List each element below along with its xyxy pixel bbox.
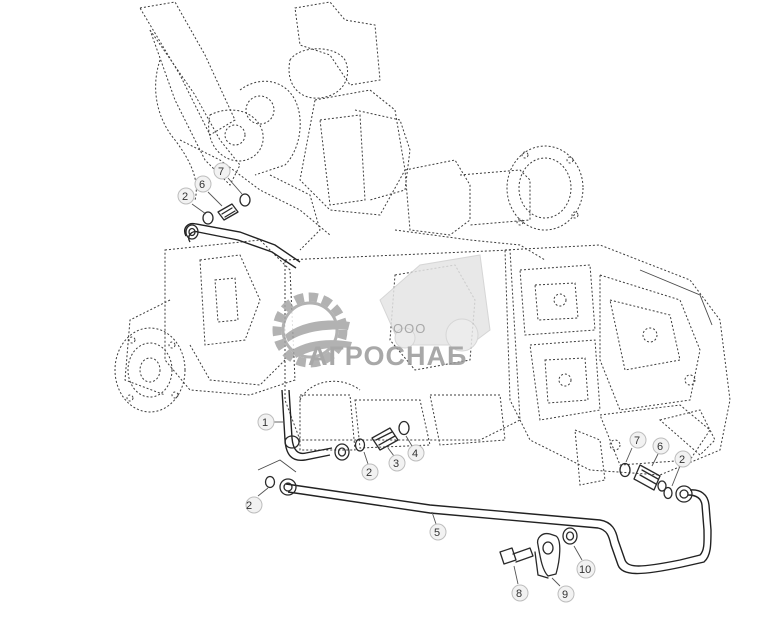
right-fitting-group — [619, 462, 673, 500]
bolt-8 — [499, 547, 534, 565]
clamp-hardware — [499, 527, 578, 579]
lift-linkage — [139, 1, 411, 251]
washer-left — [264, 475, 276, 489]
callout-1-label: 1 — [262, 417, 268, 429]
output-shaft-housing — [394, 145, 584, 261]
callout-6b — [652, 437, 670, 455]
watermark-brand: АГРОСНАБ — [308, 341, 467, 371]
gear-logo-icon — [272, 292, 352, 368]
callout-10-label: 10 — [579, 564, 591, 576]
clamp-9 — [534, 532, 561, 579]
washer-center — [354, 438, 366, 452]
sealing-washer-upper — [202, 211, 214, 225]
watermark-prefix: ООО — [393, 321, 426, 336]
callout-2c-label: 2 — [246, 500, 252, 512]
gearbox-housing — [504, 244, 731, 486]
o-ring-right — [619, 462, 631, 478]
callout-2d — [674, 450, 692, 468]
upper-pipe-assembly — [184, 193, 301, 269]
adapter-3 — [371, 427, 399, 451]
o-ring-upper — [239, 193, 251, 207]
pipe-1-assembly — [257, 389, 410, 473]
callout-10 — [576, 559, 596, 579]
callout-2a — [177, 187, 195, 205]
pipe-1-nut — [284, 435, 300, 449]
watermark-logo: ООО АГРОСНАБ — [272, 254, 491, 371]
callout-2c — [245, 496, 263, 514]
callout-3 — [388, 454, 406, 472]
nut-10 — [562, 527, 578, 545]
pipe-5 — [264, 475, 712, 575]
callout-6b-label: 6 — [657, 441, 663, 453]
callout-2b — [361, 463, 379, 481]
swivel-nut-upper — [185, 224, 199, 240]
banjo-bolt-upper — [217, 203, 239, 221]
callout-9-label: 9 — [562, 589, 568, 601]
pipe-5-right-nut — [675, 485, 693, 503]
callout-2d-label: 2 — [679, 454, 685, 466]
callout-5 — [429, 523, 447, 541]
callout-6a — [194, 175, 212, 193]
pipe-5-left-nut — [279, 478, 297, 496]
o-ring-4 — [398, 420, 410, 436]
adapter-right — [633, 464, 667, 492]
callout-4-label: 4 — [412, 448, 418, 460]
callout-4 — [407, 444, 425, 462]
callouts: 2 6 7 1 2 3 4 2 5 7 — [177, 162, 692, 603]
washer-right — [663, 486, 673, 500]
callout-7a — [213, 162, 231, 180]
callout-2a-label: 2 — [182, 191, 188, 203]
callout-8-label: 8 — [516, 588, 522, 600]
rear-axle-housing — [114, 239, 296, 413]
callout-1 — [257, 413, 275, 431]
callout-2b-label: 2 — [366, 467, 372, 479]
callout-5-label: 5 — [434, 527, 440, 539]
callout-9 — [557, 585, 575, 603]
callout-3-label: 3 — [393, 458, 399, 470]
callout-7b-label: 7 — [634, 435, 640, 447]
callout-7b — [629, 431, 647, 449]
pipe-1-end-nut — [334, 443, 350, 461]
callout-7a-label: 7 — [218, 166, 224, 178]
callout-6a-label: 6 — [199, 179, 205, 191]
callout-8 — [511, 584, 529, 602]
